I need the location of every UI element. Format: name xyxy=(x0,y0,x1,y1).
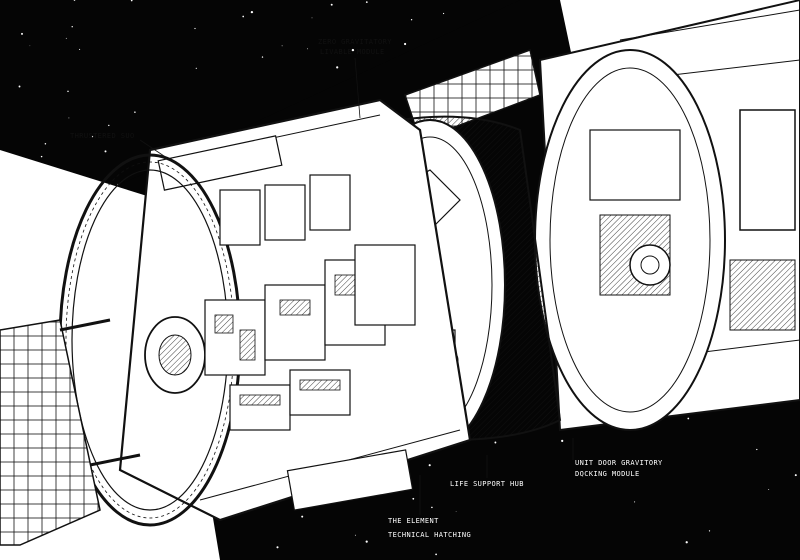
star xyxy=(561,439,564,443)
star xyxy=(768,489,770,491)
star xyxy=(108,124,110,127)
star xyxy=(18,85,21,88)
star xyxy=(130,0,133,2)
star xyxy=(91,135,94,138)
star xyxy=(494,441,497,444)
label-top-line1: ZERO GRAVITATORY xyxy=(318,38,392,46)
star xyxy=(67,90,69,93)
star xyxy=(276,546,279,549)
star xyxy=(443,12,445,15)
label-bottom-line1: THE ELEMENT xyxy=(388,517,439,525)
star xyxy=(281,45,283,47)
star xyxy=(412,497,415,500)
star xyxy=(336,66,339,69)
star xyxy=(65,37,67,39)
star xyxy=(330,3,333,6)
star xyxy=(306,48,308,50)
star xyxy=(242,15,245,18)
star xyxy=(687,417,690,420)
star xyxy=(40,155,43,158)
star xyxy=(73,0,76,1)
label-top-line2: LIVABLE MODULE xyxy=(320,48,385,56)
star xyxy=(44,143,47,145)
star xyxy=(311,17,313,19)
label-left: THRUSTERED SUO xyxy=(70,132,135,140)
star xyxy=(582,476,584,477)
star xyxy=(4,200,7,203)
star xyxy=(634,501,636,503)
solar-panel-left xyxy=(0,318,141,546)
star xyxy=(455,511,457,512)
star xyxy=(250,10,254,14)
label-bottom-right-line1: UNIT DOOR GRAVITORY xyxy=(575,459,663,467)
star xyxy=(301,515,304,518)
star xyxy=(794,474,797,477)
star xyxy=(194,27,196,30)
star xyxy=(410,19,413,21)
annotation-labels: ZERO GRAVITATORY LIVABLE MODULE THRUSTER… xyxy=(70,38,663,539)
star xyxy=(365,540,368,543)
star xyxy=(68,117,70,119)
star xyxy=(195,67,197,69)
label-bottom-right-line2: DOCKING MODULE xyxy=(575,470,640,478)
star xyxy=(351,48,355,52)
star xyxy=(404,42,407,46)
star xyxy=(435,553,437,556)
label-bottom-center: LIFE SUPPORT HUB xyxy=(450,480,524,488)
star xyxy=(708,530,711,532)
star xyxy=(71,26,73,28)
front-module xyxy=(58,98,472,527)
star xyxy=(428,464,431,467)
star xyxy=(50,198,52,200)
rear-module xyxy=(534,0,800,432)
star xyxy=(21,32,23,35)
star xyxy=(29,45,31,47)
star xyxy=(365,1,368,3)
star xyxy=(431,506,433,509)
star xyxy=(79,48,81,50)
star xyxy=(685,541,688,544)
leader-lines xyxy=(139,57,574,515)
star xyxy=(261,56,264,58)
star xyxy=(756,448,758,451)
star xyxy=(354,534,356,536)
star xyxy=(134,111,136,113)
label-bottom-line2: TECHNICAL HATCHING xyxy=(388,531,471,539)
star xyxy=(104,150,107,153)
